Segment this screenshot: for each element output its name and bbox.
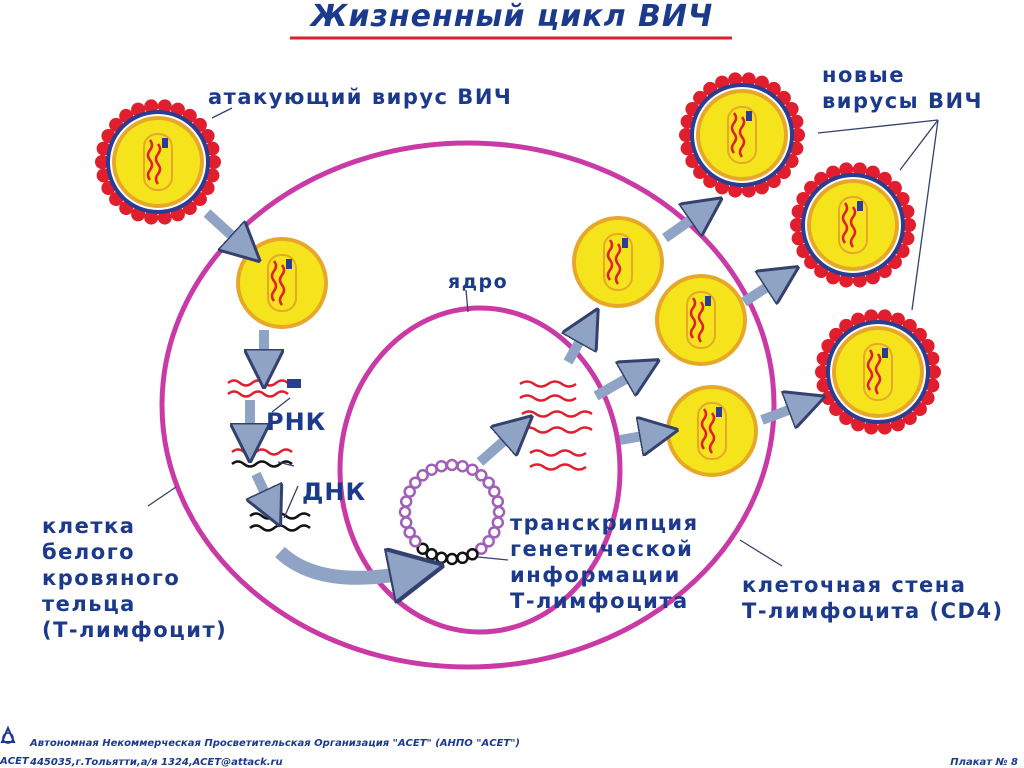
label-white-cell-line1: клетка: [42, 514, 135, 538]
callout-lines: [147, 107, 939, 567]
label-attacking-virus: атакующий вирус ВИЧ: [208, 85, 512, 109]
label-cell-wall-line1: клеточная стена: [742, 573, 966, 597]
label-dna: ДНК: [302, 478, 366, 506]
label-white-cell-line3: кровяного: [42, 566, 180, 590]
label-transcription-line1: транскрипция: [510, 511, 699, 535]
viral-capsid: [666, 385, 758, 477]
label-transcription-line4: Т-лимфоцита: [510, 589, 689, 613]
label-white-cell-line2: белого: [42, 540, 135, 564]
label-nucleus: ядро: [448, 271, 508, 293]
t-lymphocyte-membrane: [159, 140, 777, 670]
acet-logo: [0, 725, 16, 744]
label-new-viruses-line2: вирусы ВИЧ: [822, 89, 983, 113]
label-new-viruses-line1: новые: [822, 63, 905, 87]
label-rna: РНК: [266, 408, 326, 436]
footer-org: Автономная Некоммерческая Просветительск…: [29, 738, 520, 749]
integration-arrow: [275, 552, 410, 578]
viral-capsid: [655, 274, 747, 366]
footer-poster-number: Плакат № 8: [950, 757, 1018, 768]
page-title: Жизненный цикл ВИЧ: [309, 0, 714, 34]
new-virus: [679, 72, 805, 198]
viral-capsid: [572, 216, 664, 308]
label-transcription-line2: генетической: [510, 537, 693, 561]
flow-arrows: [203, 212, 802, 504]
label-white-cell-line5: (Т-лимфоцит): [42, 618, 227, 642]
integrated-dna-ring: [398, 458, 506, 566]
viral-capsid: [236, 237, 328, 329]
label-white-cell-line4: тельца: [42, 592, 136, 616]
new-virus: [815, 309, 941, 435]
attacking-virus: [95, 99, 221, 225]
label-transcription-line3: информации: [510, 563, 681, 587]
label-cell-wall-line2: Т-лимфоцита (CD4): [742, 599, 1004, 623]
logo-text: АСЕТ: [0, 756, 30, 767]
transcribed-rna: [519, 380, 593, 471]
footer-address: 445035,г.Тольятти,а/я 1324,ACET@attack.r…: [29, 757, 283, 768]
nucleus-membrane: [337, 305, 623, 635]
new-virus: [790, 162, 916, 288]
